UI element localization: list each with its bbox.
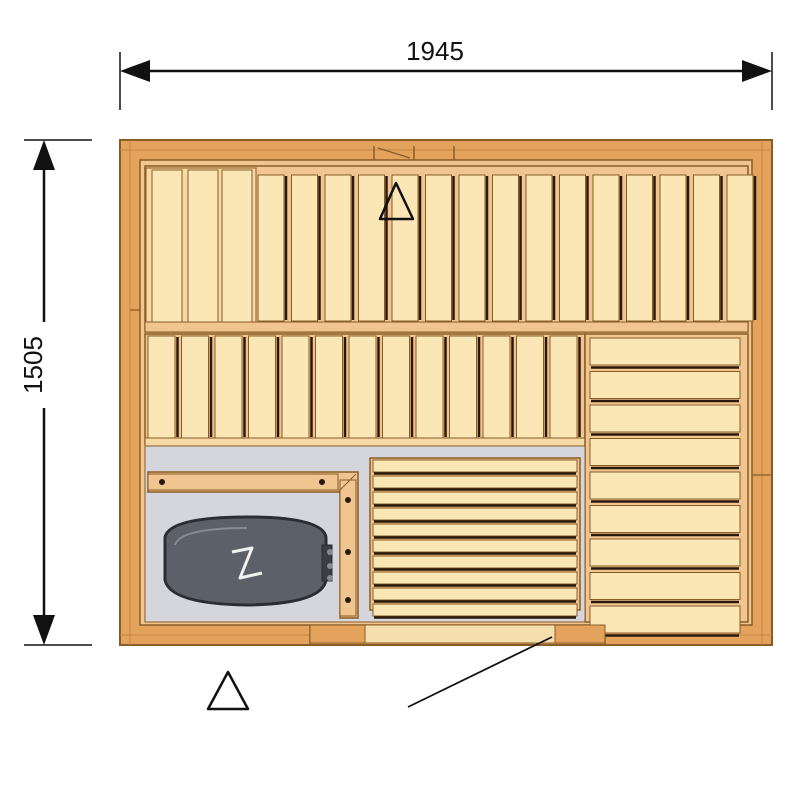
bench-slat: [492, 174, 519, 322]
bench-slat: [281, 335, 310, 439]
bench-slat: [181, 335, 209, 439]
bench-slat: [726, 174, 754, 322]
bench-slat: [348, 335, 377, 439]
bench-slat: [382, 335, 410, 439]
duckboard-slat: [372, 523, 578, 537]
triangle-outline-icon: [206, 670, 250, 711]
duckboard-slat: [372, 459, 578, 473]
backrest-board: [187, 169, 219, 329]
bench-slat: [214, 335, 243, 439]
bench-slat: [324, 174, 352, 322]
bench-slat: [458, 174, 486, 322]
bench-slat: [589, 538, 741, 567]
bench-slat: [358, 174, 385, 322]
bench-slat: [415, 335, 444, 439]
duckboard-slat: [372, 475, 578, 489]
bench-slat: [589, 404, 741, 433]
floor-duckboard: [369, 457, 581, 619]
door-swing-line: [407, 636, 553, 708]
width-dimension: 1945: [119, 34, 773, 110]
heater-zigzag-icon: [231, 546, 263, 580]
bench-slat: [291, 174, 318, 322]
duckboard-slat: [372, 491, 578, 505]
bench-slat: [589, 371, 741, 399]
duckboard-slat: [372, 507, 578, 521]
bench-slat: [147, 335, 176, 439]
arrowhead-down-icon: [33, 615, 55, 645]
bench-slat: [589, 505, 741, 533]
bench-slat: [693, 174, 720, 322]
bench-slat: [315, 335, 343, 439]
width-label: 1945: [406, 36, 464, 66]
arrowhead-right-icon: [742, 60, 772, 82]
arrowhead-left-icon: [120, 60, 150, 82]
arrowhead-up-icon: [33, 140, 55, 170]
duckboard-slat: [372, 555, 578, 569]
bench-slat: [589, 471, 741, 500]
middle-bench: [144, 333, 586, 447]
side-bench: [584, 333, 749, 637]
bench-slat: [592, 174, 620, 322]
bench-slat: [516, 335, 544, 439]
bench-slat: [626, 174, 653, 322]
bench-slat: [482, 335, 511, 439]
duckboard-slat: [372, 571, 578, 585]
heater: [148, 494, 338, 614]
bench-slat: [589, 605, 741, 634]
height-dimension: 1505: [14, 139, 92, 646]
bench-slat: [589, 438, 741, 466]
triangle-outline-icon: [378, 181, 415, 221]
backrest-board: [151, 169, 183, 329]
backrest-board: [221, 169, 253, 329]
duckboard-slat: [372, 587, 578, 601]
bench-slat: [589, 337, 741, 366]
bench-slat: [659, 174, 687, 322]
bench-slat: [549, 335, 578, 439]
bench-slat: [248, 335, 276, 439]
door: [309, 624, 606, 708]
height-label: 1505: [18, 336, 48, 394]
bench-slat: [559, 174, 586, 322]
heater-guard: [147, 471, 359, 619]
duckboard-slat: [372, 603, 578, 617]
bench-slat: [257, 174, 285, 322]
duckboard-slat: [372, 539, 578, 553]
bench-slat: [589, 572, 741, 600]
upper-bench: [144, 165, 757, 333]
bench-slat: [391, 174, 419, 322]
bench-slat: [425, 174, 452, 322]
bench-slat: [449, 335, 477, 439]
bench-slat: [525, 174, 553, 322]
